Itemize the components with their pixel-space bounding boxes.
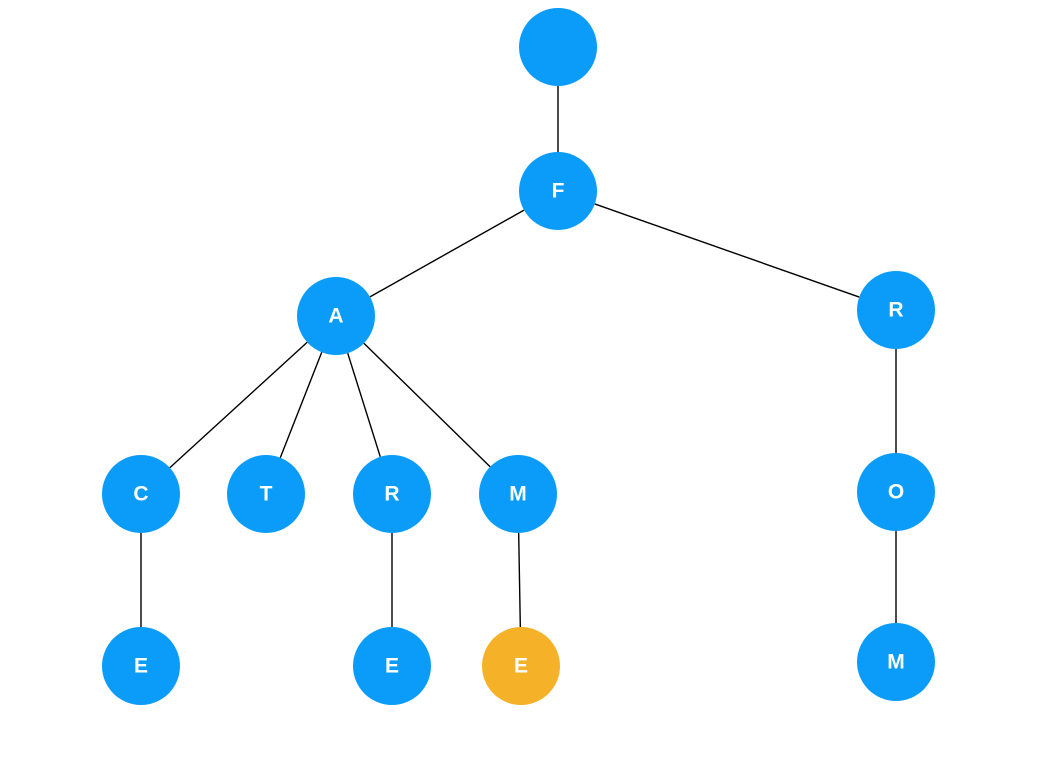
- tree-node-circle: [102, 627, 180, 705]
- tree-node-circle: [519, 8, 597, 86]
- tree-node-label: E: [385, 655, 399, 678]
- tree-node-fac: C: [102, 455, 180, 533]
- edge-layer: [140, 86, 897, 628]
- tree-edge-fa-fam: [363, 342, 491, 468]
- tree-node-circle: [479, 455, 557, 533]
- tree-node-face: E: [102, 627, 180, 705]
- tree-node-fro: O: [857, 453, 935, 531]
- tree-node-circle: [857, 453, 935, 531]
- tree-node-circle: [227, 455, 305, 533]
- tree-node-label: R: [888, 299, 903, 322]
- tree-node-circle: [353, 627, 431, 705]
- tree-node-fam: M: [479, 455, 557, 533]
- tree-node-label: M: [509, 483, 527, 506]
- tree-node-fare: E: [353, 627, 431, 705]
- tree-node-circle: [519, 152, 597, 230]
- tree-node-fame: E: [482, 627, 560, 705]
- tree-node-label: T: [260, 483, 273, 506]
- tree-edge-fam-fame: [517, 532, 522, 628]
- tree-node-circle: [102, 455, 180, 533]
- tree-edge-fa-fac: [169, 341, 308, 469]
- tree-node-label: M: [887, 651, 905, 674]
- tree-node-root: [519, 8, 597, 86]
- tree-edge-f-fr: [594, 203, 860, 298]
- tree-edge-fa-fat: [279, 352, 323, 458]
- tree-node-circle: [482, 627, 560, 705]
- tree-node-circle: [353, 455, 431, 533]
- tree-node-label: E: [134, 655, 148, 678]
- tree-node-label: C: [133, 483, 148, 506]
- tree-edge-f-fa: [369, 209, 525, 298]
- node-layer: F A R C T R M O E E E M: [102, 8, 935, 705]
- tree-node-label: E: [514, 655, 528, 678]
- tree-node-fr: R: [857, 271, 935, 349]
- tree-node-circle: [857, 623, 935, 701]
- tree-node-far: R: [353, 455, 431, 533]
- tree-node-circle: [857, 271, 935, 349]
- tree-node-fat: T: [227, 455, 305, 533]
- tree-edge-fa-far: [347, 352, 381, 458]
- tree-node-label: F: [552, 180, 565, 203]
- tree-node-from: M: [857, 623, 935, 701]
- tree-node-f: F: [519, 152, 597, 230]
- tree-node-fa: A: [297, 277, 375, 355]
- tree-node-label: O: [888, 481, 904, 504]
- tree-node-label: A: [328, 305, 343, 328]
- tree-node-label: R: [384, 483, 399, 506]
- tree-node-circle: [297, 277, 375, 355]
